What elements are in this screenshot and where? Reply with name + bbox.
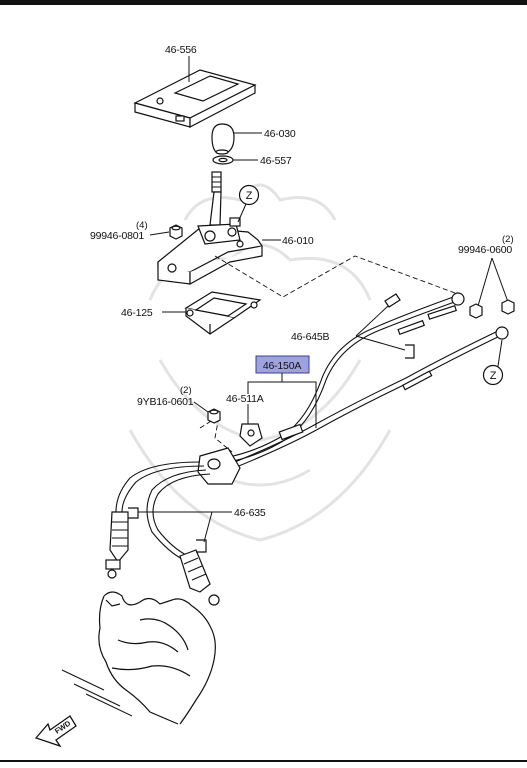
leader-46-635 (138, 511, 232, 543)
leader-9YB16-0601 (193, 401, 209, 413)
bottom-rule (0, 760, 527, 762)
part-9YB16-0601[interactable] (207, 408, 221, 424)
label-99946-0801: 99946-0801 (90, 230, 144, 242)
label-9YB16-0601: 9YB16-0601 (137, 396, 194, 408)
dashed-line-nut (199, 415, 233, 453)
part-46-645B[interactable] (384, 293, 415, 359)
leader-46-645B-b (355, 335, 406, 351)
part-46-556[interactable] (133, 69, 257, 128)
callout-46-150A[interactable]: 46-150A (255, 355, 310, 374)
label-46-125: 46-125 (121, 307, 153, 319)
label-46-645B: 46-645B (291, 331, 329, 343)
leader-99946-0801 (149, 231, 170, 236)
fwd-arrow-icon: FWD (34, 715, 77, 748)
svg-text:Z: Z (246, 190, 253, 202)
label-46-511A: 46-511A (226, 393, 264, 405)
part-46-511A[interactable] (239, 423, 263, 447)
part-46-030[interactable] (211, 123, 235, 155)
part-99946-0600[interactable] (469, 299, 515, 319)
top-rule (0, 0, 527, 5)
part-99946-0801[interactable] (169, 224, 183, 240)
dashed-line-lever-to-cable (214, 255, 456, 298)
part-46-125[interactable] (184, 291, 262, 335)
leader-46-150A (247, 373, 317, 428)
part-46-010[interactable] (157, 171, 264, 286)
part-46-557[interactable] (212, 155, 234, 165)
label-99946-0600: 99946-0600 (458, 244, 512, 256)
part-46-635[interactable] (128, 507, 207, 553)
label-46-557: 46-557 (260, 155, 292, 167)
shift-cable-assembly[interactable] (105, 292, 509, 606)
leader-z-right (497, 339, 503, 367)
label-46-150A: 46-150A (263, 360, 301, 372)
leader-99946-0600-b (491, 257, 509, 303)
svg-text:Z: Z (490, 370, 497, 382)
label-46-030: 46-030 (264, 128, 296, 140)
label-46-556: 46-556 (165, 44, 197, 56)
transmission-outline (61, 591, 216, 725)
label-46-010: 46-010 (282, 235, 314, 247)
leader-99946-0600-a (477, 257, 493, 307)
qty-99946-0600: (2) (502, 234, 514, 245)
qty-9YB16-0601: (2) (180, 385, 192, 396)
ref-z-top[interactable]: Z (238, 184, 260, 206)
qty-99946-0801: (4) (136, 220, 148, 231)
leader-46-645B-a (355, 305, 389, 337)
leader-z-top (237, 203, 247, 223)
ref-z-right[interactable]: Z (482, 364, 504, 386)
label-46-635: 46-635 (234, 507, 266, 519)
